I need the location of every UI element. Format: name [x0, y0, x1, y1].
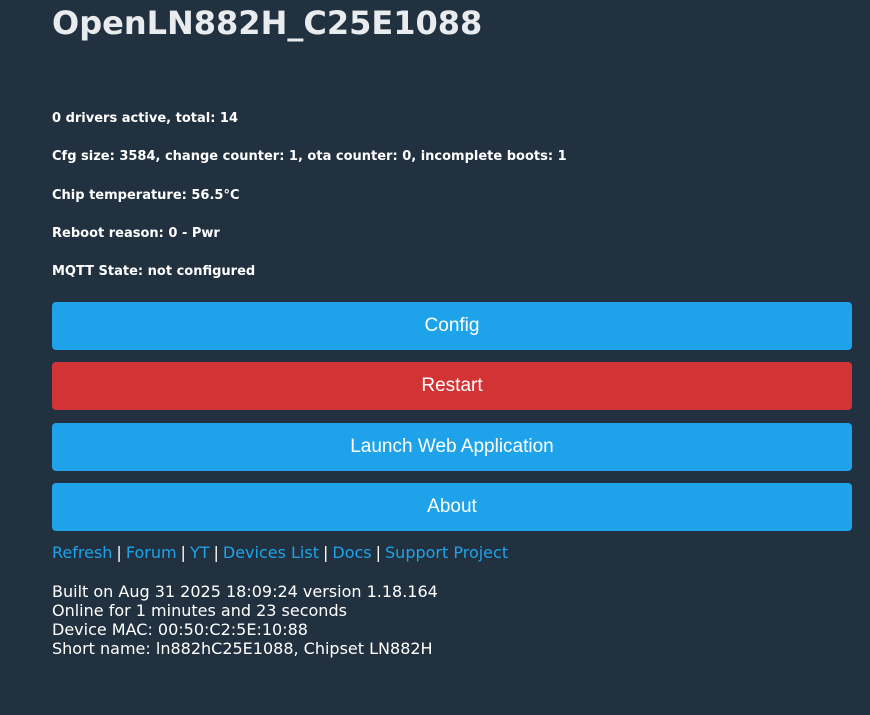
link-separator: |: [375, 543, 382, 562]
devices-list-link[interactable]: Devices List: [222, 543, 319, 562]
link-separator: |: [116, 543, 122, 562]
config-button[interactable]: Config: [52, 302, 852, 350]
drivers-status: 0 drivers active, total: 14: [52, 111, 239, 126]
restart-button[interactable]: Restart: [52, 362, 852, 410]
link-separator: |: [213, 543, 219, 562]
mac-info: Device MAC: 00:50:C2:5E:10:88: [52, 620, 308, 639]
build-info: Built on Aug 31 2025 18:09:24 version 1.…: [52, 582, 438, 601]
reboot-reason-status: Reboot reason: 0 - Pwr: [52, 226, 220, 241]
docs-link[interactable]: Docs: [332, 543, 372, 562]
page-title: OpenLN882H_C25E1088: [52, 4, 483, 42]
launch-web-app-button[interactable]: Launch Web Application: [52, 423, 852, 471]
link-separator: |: [322, 543, 329, 562]
about-button[interactable]: About: [52, 483, 852, 531]
footer-links: Refresh|Forum|YT|Devices List|Docs|Suppo…: [52, 543, 508, 563]
forum-link[interactable]: Forum: [125, 543, 177, 562]
yt-link[interactable]: YT: [189, 543, 210, 562]
temperature-status: Chip temperature: 56.5°C: [52, 188, 240, 203]
support-project-link[interactable]: Support Project: [385, 543, 509, 562]
refresh-link[interactable]: Refresh: [52, 543, 113, 562]
link-separator: |: [180, 543, 186, 562]
device-info: Built on Aug 31 2025 18:09:24 version 1.…: [52, 582, 438, 658]
cfg-status: Cfg size: 3584, change counter: 1, ota c…: [52, 149, 567, 164]
shortname-info: Short name: ln882hC25E1088, Chipset LN88…: [52, 639, 433, 658]
uptime-info: Online for 1 minutes and 23 seconds: [52, 601, 347, 620]
mqtt-status: MQTT State: not configured: [52, 264, 256, 279]
